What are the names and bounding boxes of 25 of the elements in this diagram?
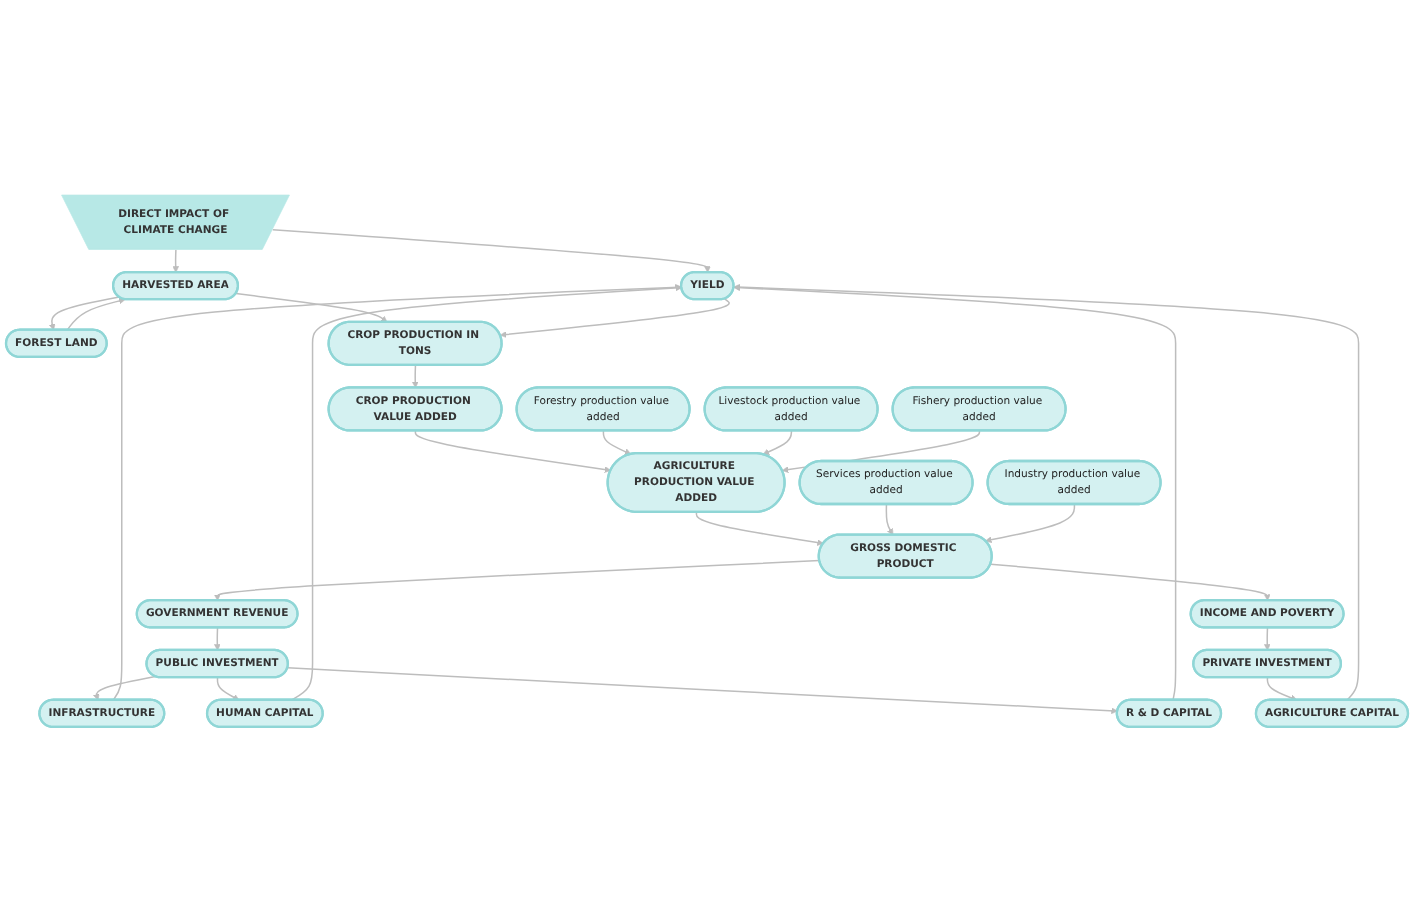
arrow — [1266, 676, 1298, 702]
arrow — [414, 430, 612, 473]
arrow — [989, 563, 1271, 601]
arrow — [216, 676, 240, 701]
arrow — [66, 297, 126, 331]
arrow — [48, 296, 121, 331]
arrow — [286, 666, 1118, 715]
arrow — [695, 511, 824, 546]
arrow — [985, 503, 1076, 543]
arrow — [733, 283, 1360, 701]
arrow — [214, 626, 221, 651]
arrow — [885, 503, 894, 536]
arrow — [290, 284, 682, 701]
arrow — [271, 228, 711, 273]
arrow — [172, 249, 179, 273]
arrow — [733, 284, 1177, 701]
arrow — [602, 430, 632, 455]
arrow — [235, 292, 388, 323]
arrow — [499, 298, 730, 338]
arrow — [214, 559, 821, 601]
arrow — [1263, 626, 1271, 651]
arrow — [411, 364, 419, 389]
arrow — [112, 284, 682, 701]
arrow — [762, 430, 793, 455]
arrow — [93, 675, 157, 701]
